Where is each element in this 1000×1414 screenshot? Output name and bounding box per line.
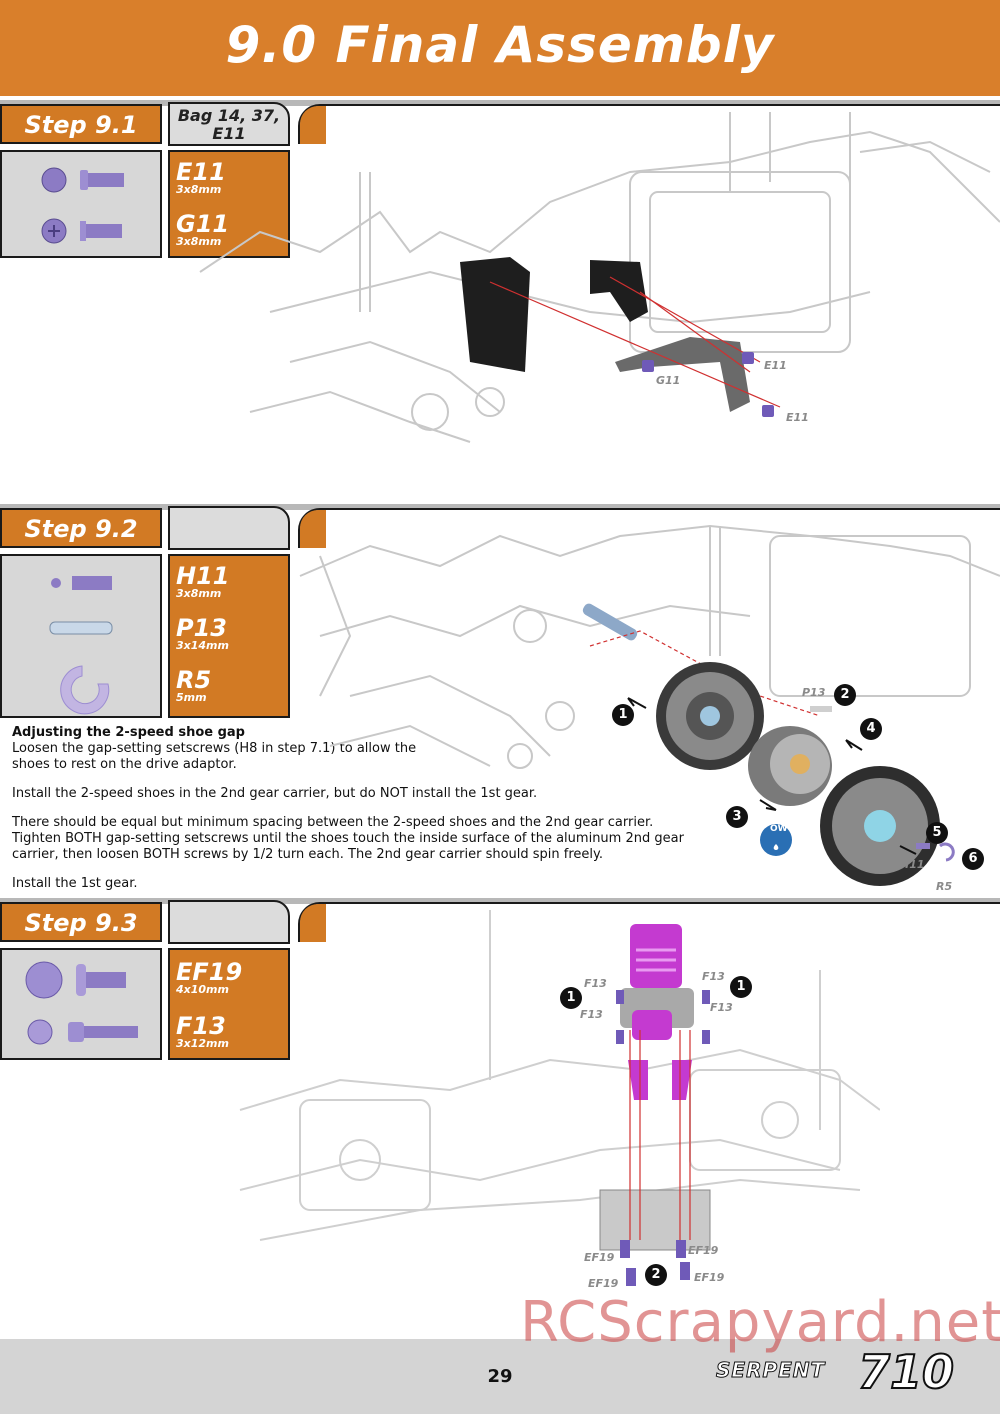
part-size: 3x8mm — [176, 183, 222, 196]
diagram-label: F13 — [710, 1001, 733, 1014]
instructions-paragraph: There should be equal but minimum spacin… — [12, 815, 684, 862]
part-icons — [49, 576, 113, 715]
callout-badge: 2 — [645, 1264, 667, 1286]
diagram-label: G11 — [656, 374, 681, 387]
diagram-label: E11 — [786, 411, 809, 424]
step-divider — [0, 100, 1000, 106]
instructions-paragraph: Install the 1st gear. — [12, 876, 138, 891]
step-9-2-tab: Step 9.2 — [0, 508, 162, 548]
part-codes: EF19 4x10mm F13 3x12mm — [168, 948, 290, 1060]
callout-badge: 3 — [726, 806, 748, 828]
callout-badge: 4 — [860, 718, 882, 740]
diagram-label: F13 — [580, 1008, 603, 1021]
part-code: E11 — [176, 158, 226, 186]
step-divider — [0, 898, 1000, 904]
part-size: 5mm — [176, 691, 207, 704]
part-code: R5 — [176, 666, 212, 694]
parts-box — [0, 554, 162, 718]
part-size: 3x8mm — [176, 587, 222, 600]
instructions-heading: Adjusting the 2-speed shoe gap — [12, 725, 245, 740]
diagram-label: F13 — [702, 970, 725, 983]
step-curve-accent — [300, 106, 326, 144]
part-size: 3x8mm — [176, 235, 222, 248]
part-code: G11 — [176, 210, 230, 238]
step-9-3-diagram — [239, 910, 880, 1286]
part-size: 4x10mm — [176, 983, 229, 996]
diagram-label: EF19 — [588, 1277, 619, 1290]
page-footer — [0, 1339, 1000, 1414]
parts-box — [0, 948, 162, 1060]
step-9-1-tab: Step 9.1 — [0, 104, 162, 144]
brand-logo: SERPENT — [715, 1358, 826, 1383]
step-divider — [0, 504, 1000, 510]
part-codes: E11 3x8mm G11 3x8mm — [168, 150, 290, 258]
part-code: EF19 — [176, 958, 243, 986]
part-code: P13 — [176, 614, 227, 642]
screw-icons — [25, 961, 138, 1045]
step-curve-accent — [300, 904, 326, 942]
step-9-1-diagram — [199, 112, 1000, 443]
instructions: Adjusting the 2-speed shoe gap Loosen th… — [12, 725, 422, 773]
diagram-label: F13 — [584, 977, 607, 990]
step-9-3-tab: Step 9.3 — [0, 902, 162, 942]
step-curve-accent — [300, 510, 326, 548]
part-size: 3x14mm — [176, 639, 229, 652]
parts-box — [0, 150, 162, 258]
callout-badge: 6 — [962, 848, 984, 870]
diagram-label: EF19 — [694, 1271, 725, 1284]
step-9-2-diagram — [299, 524, 1000, 886]
instructions-paragraph: Loosen the gap-setting setscrews (H8 in … — [12, 741, 417, 772]
model-logo: 710 — [857, 1344, 955, 1400]
diagram-label: E11 — [764, 359, 787, 372]
diagram-label: EF19 — [584, 1251, 615, 1264]
page-header — [0, 0, 1000, 96]
part-codes: H11 3x8mm P13 3x14mm R5 5mm — [168, 554, 290, 718]
watermark: RCScrapyard.net — [520, 1290, 1000, 1355]
callout-badge: 2 — [834, 684, 856, 706]
diagram-label: R5 — [936, 880, 953, 893]
callout-badge: 1 — [560, 987, 582, 1009]
part-code: H11 — [176, 562, 230, 590]
callout-badge: 5 — [926, 822, 948, 844]
callout-badge: 1 — [612, 704, 634, 726]
screw-icons — [41, 167, 124, 244]
bag-label — [168, 506, 290, 550]
diagram-label: P13 — [802, 686, 826, 699]
instructions-paragraph: Install the 2-speed shoes in the 2nd gea… — [12, 786, 538, 801]
step-curve — [298, 508, 1000, 548]
part-code: F13 — [176, 1012, 226, 1040]
diagram-label: EF19 — [688, 1244, 719, 1257]
page-number: 29 — [487, 1366, 513, 1387]
step-curve — [298, 902, 1000, 942]
part-size: 3x12mm — [176, 1037, 229, 1050]
oil-label: OW — [770, 824, 788, 834]
bag-label: Bag 14, 37, E11 — [168, 102, 290, 146]
bag-label — [168, 900, 290, 944]
page-title: 9.0 Final Assembly — [225, 16, 775, 74]
step-curve — [298, 104, 1000, 144]
diagram-label: H11 — [900, 858, 925, 871]
callout-badge: 1 — [730, 976, 752, 998]
